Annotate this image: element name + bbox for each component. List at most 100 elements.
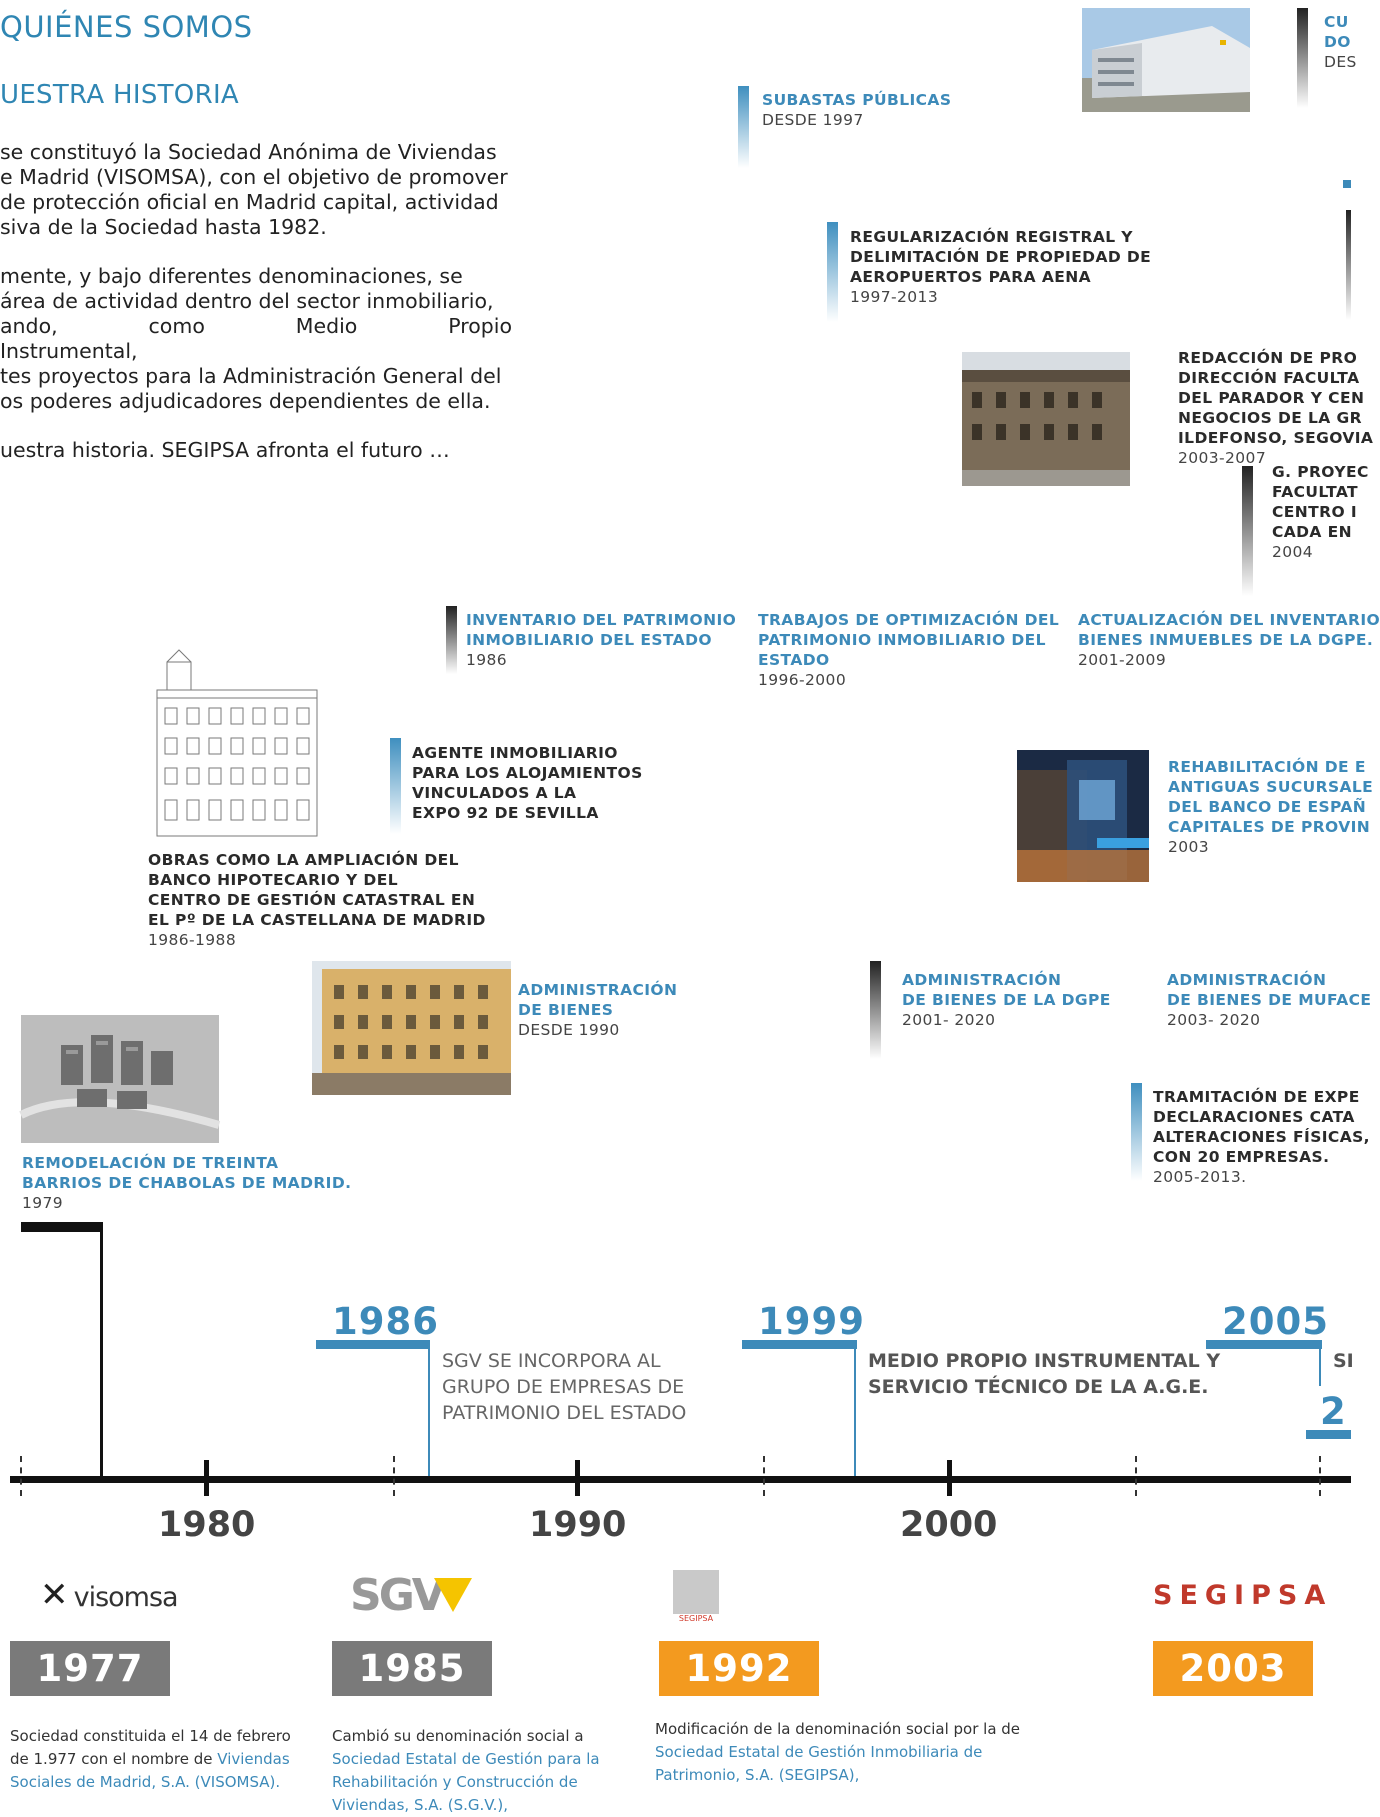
event-title-line: G. PROYEC (1272, 463, 1369, 481)
event-title-line: CENTRO I (1272, 503, 1357, 521)
intro-line: tes proyectos para la Administración Gen… (0, 364, 502, 388)
milestone-bar (1306, 1430, 1351, 1439)
axis-label: 1990 (529, 1505, 627, 1545)
event-title-line: ADMINISTRACIÓN (902, 971, 1062, 989)
event-actualizacion: ACTUALIZACIÓN DEL INVENTARIO BIENES INMU… (1078, 610, 1380, 670)
event-title-line: DE BIENES DE LA DGPE (902, 991, 1111, 1009)
milestone-line-text: SGV SE INCORPORA AL (442, 1350, 661, 1372)
event-inventario: INVENTARIO DEL PATRIMONIO INMOBILIARIO D… (466, 610, 736, 670)
banco-espana-photo (1017, 750, 1149, 882)
minor-tick (1319, 1456, 1321, 1496)
event-admin-dgpe: ADMINISTRACIÓN DE BIENES DE LA DGPE 2001… (902, 970, 1111, 1030)
milestone-text-1986: SGV SE INCORPORA AL GRUPO DE EMPRESAS DE… (442, 1348, 686, 1426)
footnote-highlight: Sociales de Madrid, S.A. (VISOMSA). (10, 1773, 281, 1791)
event-title-line: DE BIENES DE MUFACE (1167, 991, 1372, 1009)
minor-tick (763, 1456, 765, 1496)
event-title-line: DEL PARADOR Y CEN (1178, 389, 1365, 407)
aerial-photo (19, 1015, 221, 1143)
intro-line: siva de la Sociedad hasta 1982. (0, 215, 327, 239)
event-title-line: BIENES INMUEBLES DE LA DGPE. (1078, 631, 1374, 649)
major-tick (947, 1460, 952, 1496)
event-title-line: DIRECCIÓN FACULTA (1178, 369, 1360, 387)
event-title-line: FACULTAT (1272, 483, 1359, 501)
footnote-1977: Sociedad constituida el 14 de febrero de… (10, 1725, 291, 1794)
event-date: 1986-1988 (148, 931, 237, 949)
milestone-line (1319, 1340, 1321, 1386)
event-title-line: ACTUALIZACIÓN DEL INVENTARIO (1078, 611, 1380, 629)
event-title-line: REDACCIÓN DE PRO (1178, 349, 1358, 367)
footnote-highlight: Viviendas, S.A. (S.G.V.), (332, 1796, 509, 1814)
event-bar (390, 738, 401, 834)
intro-paragraph-2: mente, y bajo diferentes denominaciones,… (0, 264, 512, 414)
event-title-line: INMOBILIARIO DEL ESTADO (466, 631, 712, 649)
event-bar (1346, 210, 1351, 320)
event-bar (446, 606, 457, 674)
event-title-line: AGENTE INMOBILIARIO (412, 744, 618, 762)
year-box-1985: 1985 (332, 1641, 492, 1696)
timeline-axis (10, 1476, 1351, 1483)
section-subtitle: UESTRA HISTORIA (0, 80, 239, 110)
event-title-line: TRABAJOS DE OPTIMIZACIÓN DEL (758, 611, 1060, 629)
event-parador: REDACCIÓN DE PRO DIRECCIÓN FACULTA DEL P… (1178, 348, 1373, 468)
event-date: 1997-2013 (850, 288, 939, 306)
event-admin-mufac: ADMINISTRACIÓN DE BIENES DE MUFACE 2003-… (1167, 970, 1371, 1030)
event-title-line: ADMINISTRACIÓN (518, 981, 678, 999)
intro-paragraph-1: se constituyó la Sociedad Anónima de Viv… (0, 140, 512, 240)
event-title-line: ESTADO (758, 651, 830, 669)
event-title-line: ANTIGUAS SUCURSALE (1168, 778, 1374, 796)
intro-line: se constituyó la Sociedad Anónima de Viv… (0, 140, 497, 164)
minor-tick (1135, 1456, 1137, 1496)
milestone-text-2005: SI (1333, 1350, 1354, 1372)
event-gproy: G. PROYEC FACULTAT CENTRO I CADA EN 2004 (1272, 462, 1369, 562)
year-box-2003: 2003 (1153, 1641, 1313, 1696)
event-title-line: CADA EN (1272, 523, 1352, 541)
footnote-line: Sociedad constituida el 14 de febrero (10, 1727, 291, 1745)
milestone-year-1986: 1986 (332, 1300, 439, 1343)
event-title-line: CON 20 EMPRESAS. (1153, 1148, 1330, 1166)
milestone-bar (316, 1340, 430, 1349)
minor-tick (393, 1456, 395, 1496)
segipsa-small-logo-mark (673, 1570, 719, 1614)
major-tick (575, 1460, 580, 1496)
segipsa-logo: SEGIPSA (1153, 1580, 1332, 1611)
event-date: 2003 (1168, 838, 1210, 856)
event-admin-bienes: ADMINISTRACIÓN DE BIENES DESDE 1990 (518, 980, 677, 1040)
footnote-highlight: Sociedad Estatal de Gestión Inmobiliaria… (655, 1743, 983, 1761)
event-bar (870, 961, 881, 1059)
event-title-line: AEROPUERTOS PARA AENA (850, 268, 1091, 286)
visomsa-logo-text: visomsa (73, 1582, 179, 1613)
event-cus: CU DO DES (1324, 12, 1357, 72)
event-bar (1242, 466, 1253, 596)
milestone-year-1999: 1999 (758, 1300, 865, 1343)
segipsa-small-logo-text: SEGIPSA (678, 1614, 714, 1623)
footnote-highlight: Sociedad Estatal de Gestión para la (332, 1750, 600, 1768)
milestone-line (854, 1340, 856, 1476)
intro-line: ando, como Medio Propio Instrumental, (0, 314, 512, 363)
event-date: 2001-2009 (1078, 651, 1167, 669)
page-title: QUIÉNES SOMOS (0, 10, 253, 44)
event-title-line: REMODELACIÓN DE TREINTA (22, 1154, 279, 1172)
event-title-line: TRAMITACIÓN DE EXPE (1153, 1088, 1360, 1106)
intro-text: se constituyó la Sociedad Anónima de Viv… (0, 140, 512, 487)
event-optimizacion: TRABAJOS DE OPTIMIZACIÓN DEL PATRIMONIO … (758, 610, 1059, 690)
event-bar (1343, 180, 1351, 188)
axis-label: 1980 (158, 1505, 256, 1545)
milestone-line-text: SERVICIO TÉCNICO DE LA A.G.E. (868, 1376, 1209, 1398)
event-agente: AGENTE INMOBILIARIO PARA LOS ALOJAMIENTO… (412, 743, 643, 823)
event-date: 2003- 2020 (1167, 1011, 1261, 1029)
footnote-line: de 1.977 con el nombre de (10, 1750, 218, 1768)
event-title-line: BARRIOS DE CHABOLAS DE MADRID. (22, 1174, 352, 1192)
event-title-line: ALTERACIONES FÍSICAS, (1153, 1128, 1370, 1146)
event-title-line: CAPITALES DE PROVIN (1168, 818, 1371, 836)
event-title-line: REGULARIZACIÓN REGISTRAL Y (850, 228, 1133, 246)
event-title-line: NEGOCIOS DE LA GR (1178, 409, 1362, 427)
milestone-line-text: GRUPO DE EMPRESAS DE (442, 1376, 685, 1398)
minor-tick (20, 1456, 22, 1496)
footnote-line: Cambió su denominación social a (332, 1727, 584, 1745)
event-title-line: DE BIENES (518, 1001, 614, 1019)
milestone-1977-line (100, 1222, 103, 1476)
event-rehabilitacion: REHABILITACIÓN DE E ANTIGUAS SUCURSALE D… (1168, 757, 1373, 857)
footnote-highlight: Rehabilitación y Construcción de (332, 1773, 578, 1791)
milestone-text-1999: MEDIO PROPIO INSTRUMENTAL Y SERVICIO TÉC… (868, 1348, 1220, 1400)
visomsa-logo: ✕ visomsa (40, 1575, 179, 1621)
